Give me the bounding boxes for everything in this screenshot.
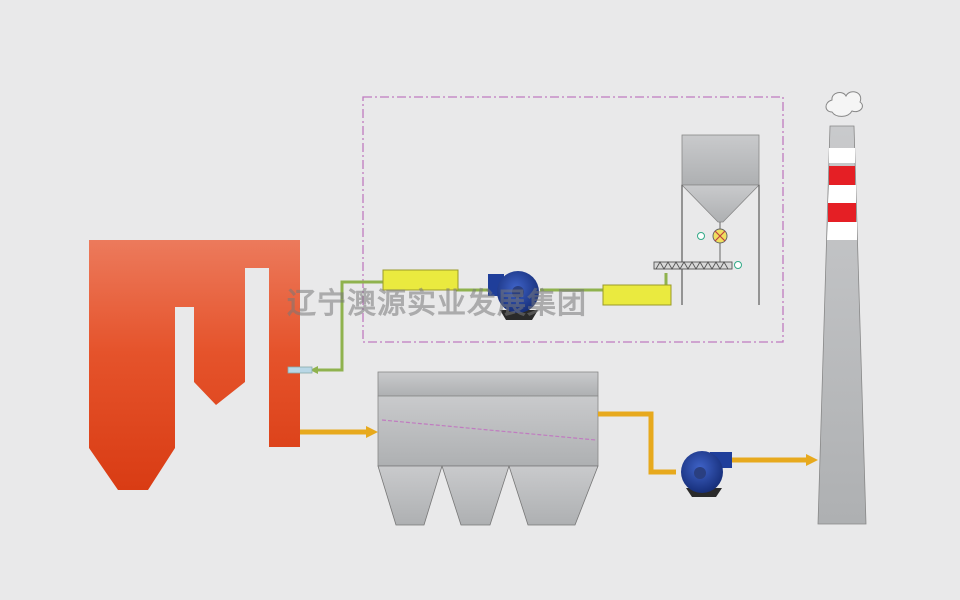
feed-blower	[488, 271, 539, 320]
flue-arrow-1	[366, 426, 378, 438]
injection-nozzle	[287, 366, 313, 374]
chimney	[817, 125, 867, 525]
sorbent-pipe	[318, 273, 668, 372]
smoke-icon	[825, 91, 863, 117]
pipe-heater-2	[602, 284, 672, 306]
injection-system-boundary	[362, 96, 784, 343]
dust-collector	[377, 371, 599, 526]
rotary-valve	[697, 228, 728, 244]
sorbent-silo	[681, 134, 760, 305]
induced-draft-fan	[681, 451, 732, 497]
flue-duct-2	[598, 411, 676, 475]
company-watermark: 辽宁澳源实业发展集团	[287, 286, 588, 320]
pipe-heater-1	[382, 269, 459, 291]
flue-arrow-2	[806, 454, 818, 466]
boiler	[89, 240, 300, 490]
pipe-arrow	[310, 366, 318, 374]
screw-feeder	[653, 261, 742, 270]
